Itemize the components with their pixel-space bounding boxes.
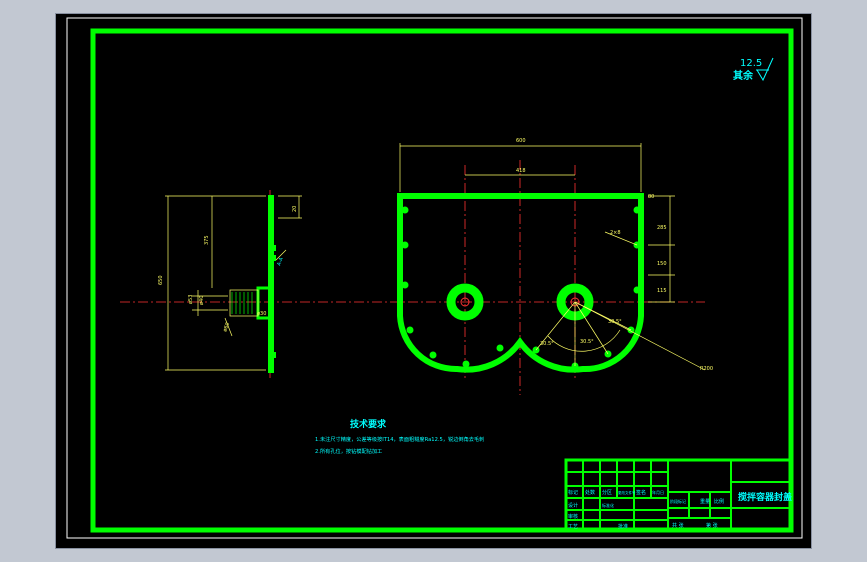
dim-angle-c: 30.5° xyxy=(608,319,622,325)
tb-date: 年月日 xyxy=(652,489,664,495)
front-view xyxy=(397,193,706,373)
tb-weight: 重量 xyxy=(700,498,710,505)
notes-heading: 技术要求 xyxy=(350,418,387,430)
dim-upper-height: 375 xyxy=(204,235,210,245)
tb-count: 处数 xyxy=(585,489,595,496)
tb-change-doc: 更改文件号 xyxy=(618,490,636,495)
dim-top-step: 80 xyxy=(648,194,654,200)
roughness-value: 12.5 xyxy=(740,58,762,69)
tb-sign: 签名 xyxy=(636,489,646,496)
notes-line-2: 2.所有孔位，按钻模配钻加工 xyxy=(315,447,382,455)
tb-approve: 批准 xyxy=(618,523,628,530)
tb-sheet-total: 共 张 xyxy=(672,522,684,529)
tb-zone: 分区 xyxy=(602,489,612,496)
tb-review: 审核 xyxy=(568,513,578,520)
dim-chamfer: 2×8 xyxy=(610,230,621,236)
tb-mark: 标记 xyxy=(568,489,578,496)
side-view xyxy=(229,195,276,373)
roughness-symbol: 12.5 其余 xyxy=(733,57,774,82)
dim-flange-a: ø60 xyxy=(222,322,231,333)
sheet-outer-frame xyxy=(66,17,803,539)
left-hub xyxy=(446,283,484,321)
side-plate xyxy=(268,195,274,373)
tb-process: 工艺 xyxy=(568,524,578,530)
tb-scale: 比例 xyxy=(714,498,724,505)
dim-overall-height: 650 xyxy=(158,275,164,285)
dim-angle-b: 30.5° xyxy=(580,339,594,345)
tb-sheet-no: 第 张 xyxy=(706,522,718,529)
part-name: 搅拌容器封盖 xyxy=(738,491,792,503)
technical-notes: 技术要求 1.未注尺寸精度，公差等级按IT14，表面粗糙度Ra12.5，锐边倒角… xyxy=(315,418,484,455)
dim-top-thickness: 20 xyxy=(292,206,298,212)
tb-design: 设计 xyxy=(568,502,578,509)
tb-stage: 阶段标记 xyxy=(670,498,686,504)
sheet-inner-frame xyxy=(90,28,794,533)
side-dimensions xyxy=(165,195,302,371)
notes-line-1: 1.未注尺寸精度，公差等级按IT14，表面粗糙度Ra12.5，锐边倒角去毛刺 xyxy=(315,435,484,443)
section-tag: A-A xyxy=(276,256,285,267)
title-block: 搅拌容器封盖 标记 处数 分区 更改文件号 签名 年月日 设计 标准化 审核 工… xyxy=(564,458,793,532)
front-dimensions xyxy=(399,143,675,303)
dim-right-c: 115 xyxy=(657,288,667,294)
dim-flange-b: ø30 xyxy=(257,311,266,317)
dim-overall-width: 600 xyxy=(516,138,526,144)
cover-outline xyxy=(397,193,644,373)
dim-bore-b: ø40 xyxy=(199,296,205,305)
dim-right-a: 285 xyxy=(657,225,667,231)
dim-right-b: 150 xyxy=(657,261,667,267)
dim-angle-a: 30.5° xyxy=(540,341,554,347)
tb-standard: 标准化 xyxy=(602,502,614,508)
dim-radius: R200 xyxy=(700,366,713,372)
roughness-label: 其余 xyxy=(733,69,754,82)
dim-hole-spacing: 418 xyxy=(516,168,526,174)
dim-bore-a: ø53 xyxy=(188,295,194,304)
